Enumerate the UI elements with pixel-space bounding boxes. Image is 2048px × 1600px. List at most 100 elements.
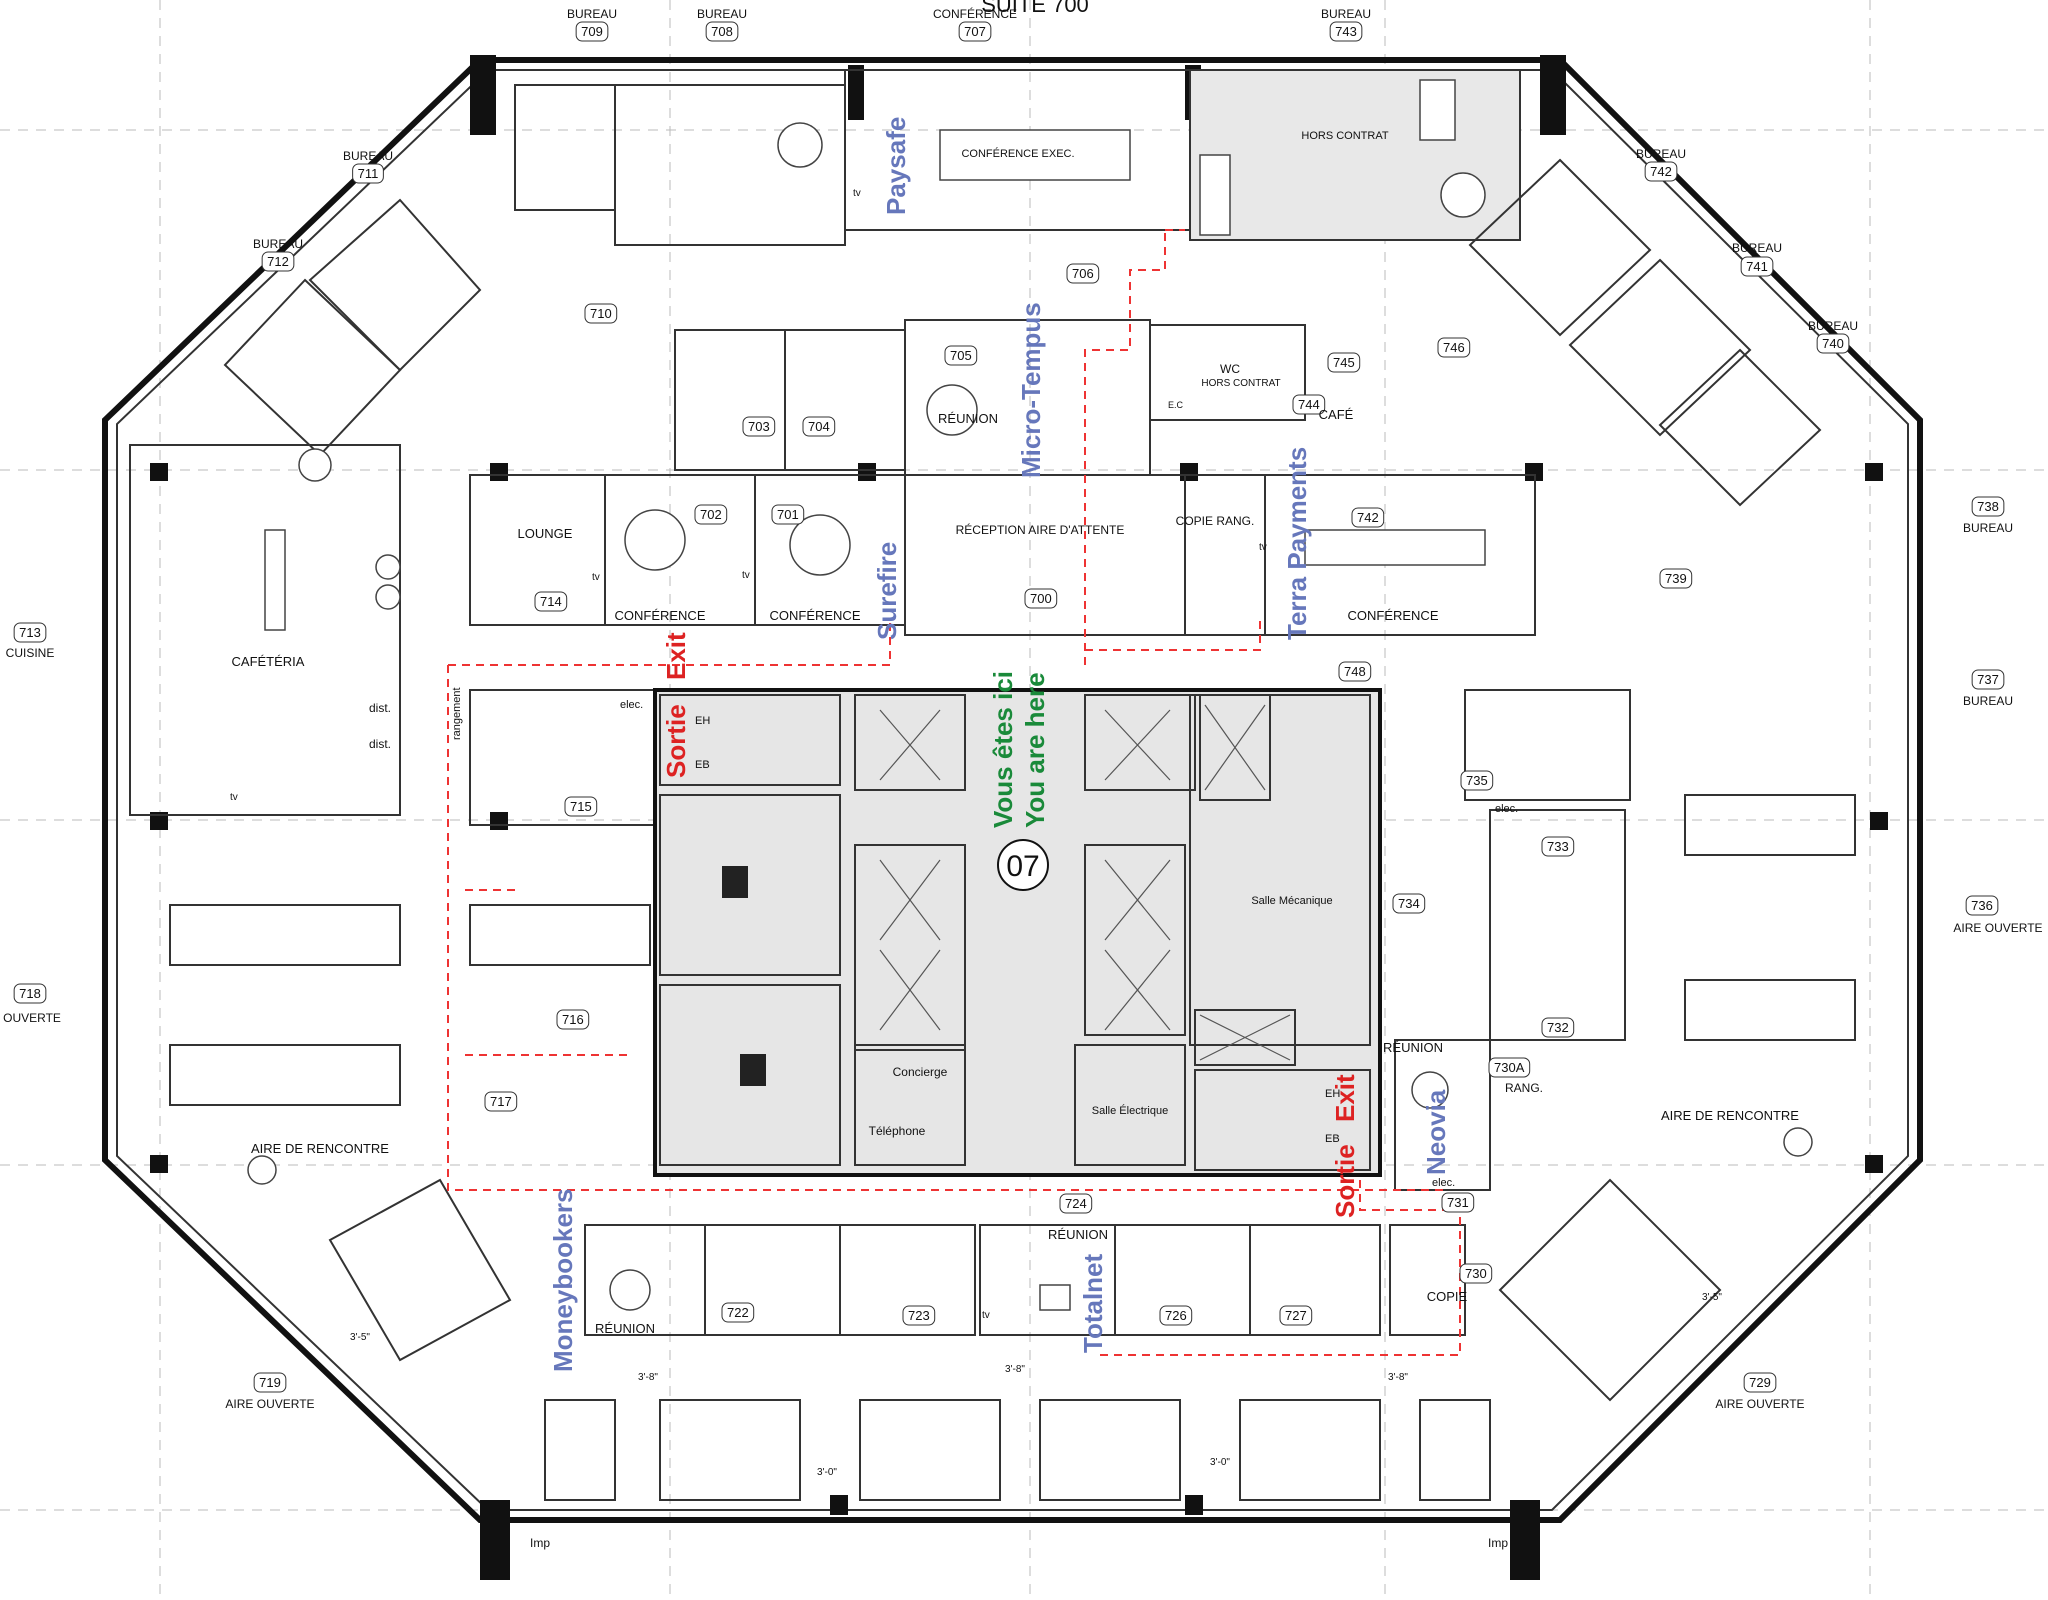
tenant-micro-tempus: Micro-Tempus	[1016, 302, 1046, 478]
room-tag: 734	[1398, 896, 1420, 911]
room-number-box	[1024, 588, 1058, 609]
room-number-box	[534, 591, 568, 612]
room-number-box	[1066, 263, 1100, 284]
you-are-here-en: You are here	[1020, 672, 1050, 828]
room-number-box	[958, 21, 992, 42]
workstations	[169, 794, 1856, 1501]
core	[653, 688, 1382, 1177]
room-name: CONFÉRENCE	[933, 6, 1017, 21]
tenant-paysafe: Paysafe	[881, 117, 911, 215]
room-number-box	[1292, 394, 1326, 415]
copie-rang-label: COPIE RANG.	[1176, 514, 1255, 528]
room-number-box	[902, 1305, 936, 1326]
imp-label: Imp	[530, 1536, 550, 1550]
tv-label: tv	[742, 570, 750, 581]
room-name: AIRE OUVERTE	[1953, 921, 2042, 935]
room-number-box	[13, 622, 47, 643]
copie-label: COPIE	[1427, 1289, 1468, 1304]
room-name: BUREAU	[1636, 147, 1686, 161]
room-name: BUREAU	[697, 7, 747, 21]
dimension-label: 3'-5"	[350, 1332, 370, 1343]
room-number-box	[564, 796, 598, 817]
ec-label: E.C	[1168, 400, 1184, 410]
room-number: 736	[1971, 898, 1993, 913]
stair-eh-label: EH	[695, 715, 710, 727]
room-tag: 745	[1333, 355, 1355, 370]
reunion-label: RÉUNION	[1383, 1040, 1443, 1055]
room-number-box	[1488, 1057, 1531, 1078]
dimension-label: 3'-5"	[1702, 1292, 1722, 1303]
room-tag: 700	[1030, 591, 1052, 606]
room-number: 742	[1650, 164, 1672, 179]
tv-label: tv	[853, 188, 861, 199]
dist-label: dist.	[369, 701, 391, 715]
room-number: 707	[964, 24, 986, 39]
room-tag: 715	[570, 799, 592, 814]
tv-label: tv	[982, 1310, 990, 1321]
concierge-label: Concierge	[893, 1065, 948, 1079]
tv-label: tv	[592, 572, 600, 583]
room-number-box	[1541, 836, 1575, 857]
room-tag: 735	[1466, 773, 1488, 788]
room-number: 711	[358, 166, 379, 181]
wc-label: WC	[1220, 362, 1240, 376]
room-number: 719	[259, 1375, 281, 1390]
room-number-box	[1059, 1193, 1093, 1214]
room-number: 737	[1977, 672, 1999, 687]
room-number-box	[1159, 1305, 1193, 1326]
room-tag: 724	[1065, 1196, 1087, 1211]
exit-route	[447, 229, 1461, 1356]
lounge-label: LOUNGE	[518, 526, 573, 541]
room-number-box	[1460, 770, 1494, 791]
room-number-box	[1740, 256, 1774, 277]
room-tag: 710	[590, 306, 612, 321]
dimension-label: 3'-0"	[1210, 1457, 1230, 1468]
room-tag: 744	[1298, 397, 1320, 412]
room-number-box	[1659, 568, 1693, 589]
exit-exit: Exit	[661, 632, 691, 680]
you-are-here-fr: Vous êtes ici	[988, 671, 1018, 828]
room-name: BUREAU	[253, 237, 303, 251]
room-number-box	[1971, 669, 2005, 690]
conference-label: CONFÉRENCE	[769, 608, 860, 623]
room-name: BUREAU	[1321, 7, 1371, 21]
exit-sortie: Sortie	[1330, 1144, 1360, 1218]
aire-rencontre-label: AIRE DE RENCONTRE	[251, 1141, 389, 1156]
dimension-label: 3'-8"	[1388, 1372, 1408, 1383]
room-number-box	[944, 345, 978, 366]
room-number-box	[556, 1009, 590, 1030]
rang-label: RANG.	[1505, 1081, 1543, 1095]
room-number-box	[1816, 333, 1850, 354]
salle-electrique-label: Salle Électrique	[1092, 1104, 1168, 1117]
bottom-offices	[584, 1224, 1466, 1336]
conference-label: CONFÉRENCE	[614, 608, 705, 623]
stair-eb-label: EB	[1325, 1133, 1340, 1145]
telephone-label: Téléphone	[869, 1124, 926, 1138]
room-number: 712	[267, 254, 289, 269]
room-number-box	[1541, 1017, 1575, 1038]
room-name: BUREAU	[567, 7, 617, 21]
room-number-box	[1327, 352, 1361, 373]
room-tag: 703	[748, 419, 770, 434]
room-tag: 701	[777, 507, 799, 522]
building-envelope	[102, 57, 1923, 1523]
mens-washroom-icon	[740, 1054, 766, 1086]
room-tag: 748	[1344, 664, 1366, 679]
hors-contrat-label: HORS CONTRAT	[1301, 130, 1388, 142]
room-tag: 727	[1285, 1308, 1307, 1323]
cafe-label: CAFÉ	[1319, 407, 1354, 422]
elec-label: elec.	[1495, 803, 1518, 815]
room-tag: 730	[1465, 1266, 1487, 1281]
room-tag: 731	[1447, 1195, 1469, 1210]
middle-rooms	[129, 319, 1631, 1191]
room-number-box	[1392, 893, 1426, 914]
elec-label: elec.	[620, 699, 643, 711]
reunion-label: RÉUNION	[595, 1321, 655, 1336]
room-tag: 742	[1357, 510, 1379, 525]
room-number-box	[1338, 661, 1372, 682]
suite-title: SUITE 700	[981, 0, 1089, 17]
exit-exit: Exit	[1330, 1074, 1360, 1122]
reunion-label: RÉUNION	[1048, 1227, 1108, 1242]
room-labels: BUREAU 709 BUREAU 708 CONFÉRENCE 707 BUR…	[0, 6, 2043, 1411]
